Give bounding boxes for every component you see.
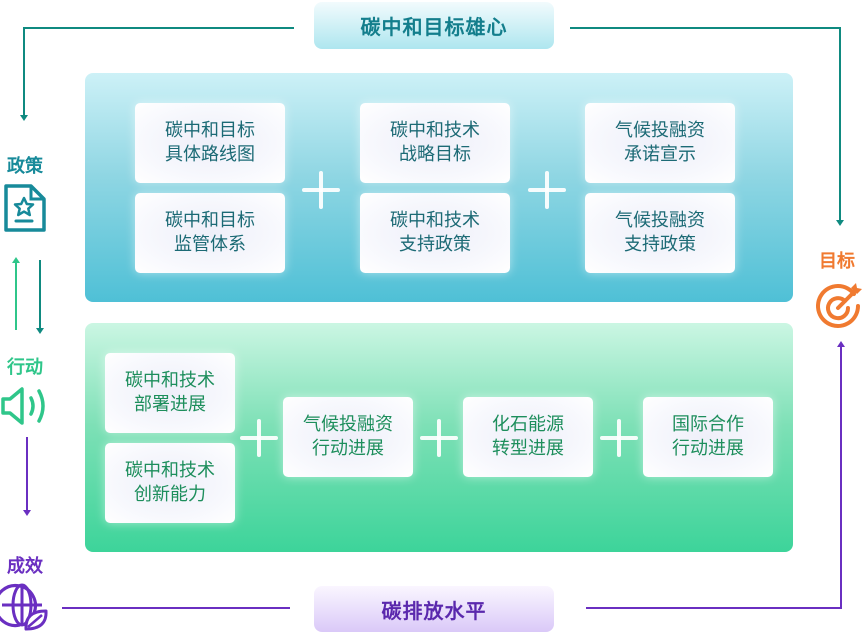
- card-line-1: 碳中和目标: [165, 210, 255, 231]
- card-line-1: 气候投融资: [615, 210, 705, 231]
- policy-label: 政策: [7, 156, 43, 177]
- arrow-down-to-action: [36, 328, 44, 334]
- speaker-icon: [0, 385, 50, 427]
- card-line-2: 支持政策: [624, 234, 696, 255]
- connector-policy-to-action: [39, 260, 41, 330]
- connector-top-left-horizontal: [23, 27, 294, 29]
- card-line-2: 创新能力: [134, 484, 206, 505]
- card-line-1: 碳中和技术: [390, 120, 480, 141]
- action-card: 气候投融资 行动进展: [283, 397, 413, 477]
- target-label: 目标: [819, 251, 855, 272]
- plus-icon: [420, 419, 458, 457]
- connector-top-left-vertical: [23, 27, 25, 117]
- card-line-2: 具体路线图: [165, 144, 255, 165]
- arrow-down-to-outcome: [23, 510, 31, 516]
- connector-top-right-horizontal: [570, 27, 841, 29]
- card-line-2: 行动进展: [672, 438, 744, 459]
- card-line-1: 气候投融资: [615, 120, 705, 141]
- action-panel: 碳中和技术 部署进展 碳中和技术 创新能力 气候投融资 行动进展 化石能源 转型…: [85, 323, 793, 552]
- card-line-1: 国际合作: [672, 414, 744, 435]
- card-line-2: 转型进展: [492, 438, 564, 459]
- connector-bottom-right-vertical: [840, 346, 842, 609]
- card-line-1: 碳中和技术: [125, 370, 215, 391]
- plus-icon: [302, 171, 340, 209]
- goal-card: 气候投融资 承诺宣示: [585, 103, 735, 183]
- goal-card: 气候投融资 支持政策: [585, 193, 735, 273]
- card-line-2: 部署进展: [134, 394, 206, 415]
- connector-action-to-outcome: [26, 437, 28, 512]
- action-card: 碳中和技术 创新能力: [105, 443, 235, 523]
- card-line-1: 气候投融资: [303, 414, 393, 435]
- card-line-2: 行动进展: [312, 438, 384, 459]
- connector-action-to-policy: [15, 262, 17, 330]
- connector-bottom-right-horizontal: [586, 607, 842, 609]
- carbon-neutral-ambition-header: 碳中和目标雄心: [314, 2, 554, 49]
- goal-card: 碳中和技术 战略目标: [360, 103, 510, 183]
- connector-bottom-left-horizontal: [62, 607, 290, 609]
- action-label: 行动: [7, 357, 43, 378]
- arrow-up-to-target: [837, 341, 845, 347]
- arrow-to-target: [836, 220, 844, 226]
- action-card: 碳中和技术 部署进展: [105, 353, 235, 433]
- card-line-1: 碳中和技术: [125, 460, 215, 481]
- goal-card: 碳中和技术 支持政策: [360, 193, 510, 273]
- card-line-1: 化石能源: [492, 414, 564, 435]
- connector-top-right-vertical: [839, 27, 841, 222]
- target-arrow-icon: [814, 280, 864, 330]
- arrow-to-policy: [20, 115, 28, 121]
- plus-icon: [528, 171, 566, 209]
- document-star-icon: [1, 183, 47, 233]
- carbon-emission-level-footer: 碳排放水平: [314, 586, 554, 632]
- card-line-2: 支持政策: [399, 234, 471, 255]
- card-line-1: 碳中和技术: [390, 210, 480, 231]
- card-line-2: 承诺宣示: [624, 144, 696, 165]
- card-line-2: 监管体系: [174, 234, 246, 255]
- goal-card: 碳中和目标 具体路线图: [135, 103, 285, 183]
- globe-leaf-icon: [0, 583, 50, 631]
- action-card: 国际合作 行动进展: [643, 397, 773, 477]
- arrow-up-to-policy: [12, 257, 20, 263]
- goal-panel: 碳中和目标 具体路线图 碳中和目标 监管体系 碳中和技术 战略目标 碳中和技术 …: [85, 73, 793, 302]
- action-card: 化石能源 转型进展: [463, 397, 593, 477]
- plus-icon: [600, 419, 638, 457]
- card-line-2: 战略目标: [399, 144, 471, 165]
- card-line-1: 碳中和目标: [165, 120, 255, 141]
- plus-icon: [240, 419, 278, 457]
- goal-card: 碳中和目标 监管体系: [135, 193, 285, 273]
- outcome-label: 成效: [7, 556, 43, 577]
